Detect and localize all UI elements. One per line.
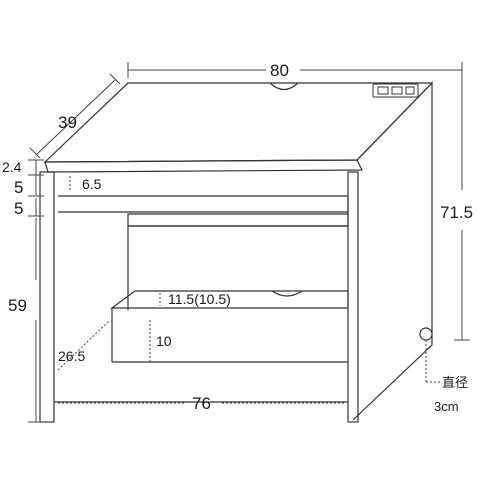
- drawer-height-label: 5: [14, 199, 23, 218]
- keyboard-tray: [58, 195, 349, 213]
- inner-width-label: 76: [192, 394, 211, 413]
- upper-gap-label: 5: [14, 178, 23, 197]
- shelf-notch: [271, 290, 303, 297]
- cable-hole-size: 3cm: [434, 399, 459, 414]
- footrest-shelf-top: [110, 290, 349, 309]
- footrest-shelf-front: [111, 308, 348, 363]
- left-front-leg: [39, 171, 55, 423]
- shelf-height-label: 11.5(10.5): [168, 291, 231, 307]
- top-cable-notch: [269, 82, 299, 91]
- shelf-front-label: 10: [156, 333, 172, 349]
- under-drawer: [127, 213, 349, 227]
- cable-hole-label: 直径: [442, 375, 468, 390]
- lower-height-label: 59: [8, 296, 27, 315]
- drawer-recess-label: 6.5: [82, 176, 102, 192]
- top-thickness-label: 2.4: [2, 159, 22, 175]
- right-side-panel: [352, 81, 433, 421]
- shelf-depth-label: 26.5: [58, 348, 85, 364]
- desk-outline: [39, 81, 434, 423]
- depth-label: 39: [58, 113, 77, 132]
- desktop-front-edge: [44, 159, 363, 173]
- top-width-label: 80: [270, 61, 289, 80]
- back-panel: [127, 225, 348, 310]
- dimension-lines: [28, 62, 470, 423]
- power-outlet-icon: [372, 83, 419, 98]
- height-label: 71.5: [440, 203, 473, 222]
- cable-hole-icon: [419, 327, 433, 341]
- right-front-leg: [347, 171, 359, 423]
